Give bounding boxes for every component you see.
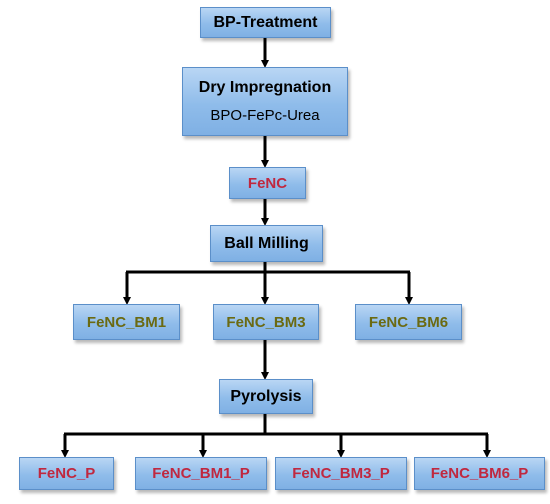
sample-label: FeNC_BM6_P xyxy=(430,465,529,482)
step-label: Pyrolysis xyxy=(230,387,302,405)
sample-label: FeNC_P xyxy=(37,465,96,482)
sample-label: FeNC_BM6 xyxy=(368,313,449,331)
step-sublabel: BPO-FePc-Urea xyxy=(210,107,320,124)
step-label: Ball Milling xyxy=(224,234,309,252)
sample-label: FeNC_BM1 xyxy=(86,313,167,331)
sample-fenc-bm3-p: FeNC_BM3_P xyxy=(275,457,407,490)
sample-label: FeNC_BM1_P xyxy=(152,465,250,482)
sample-label: FeNC_BM3 xyxy=(226,313,306,331)
sample-fenc: FeNC xyxy=(229,167,306,199)
sample-fenc-p: FeNC_P xyxy=(19,457,114,490)
step-ball-milling: Ball Milling xyxy=(210,225,323,262)
sample-fenc-bm6: FeNC_BM6 xyxy=(355,304,462,340)
sample-fenc-bm1-p: FeNC_BM1_P xyxy=(135,457,267,490)
step-label: BP-Treatment xyxy=(213,13,318,31)
sample-label: FeNC xyxy=(247,174,288,192)
step-label: Dry Impregnation xyxy=(198,79,332,96)
sample-fenc-bm1: FeNC_BM1 xyxy=(73,304,180,340)
step-bp-treatment: BP-Treatment xyxy=(200,7,331,38)
step-pyrolysis: Pyrolysis xyxy=(219,379,313,414)
sample-fenc-bm6-p: FeNC_BM6_P xyxy=(414,457,545,490)
step-dry-impregnation: Dry Impregnation BPO-FePc-Urea xyxy=(182,67,348,136)
sample-label: FeNC_BM3_P xyxy=(292,465,390,482)
sample-fenc-bm3: FeNC_BM3 xyxy=(213,304,319,340)
